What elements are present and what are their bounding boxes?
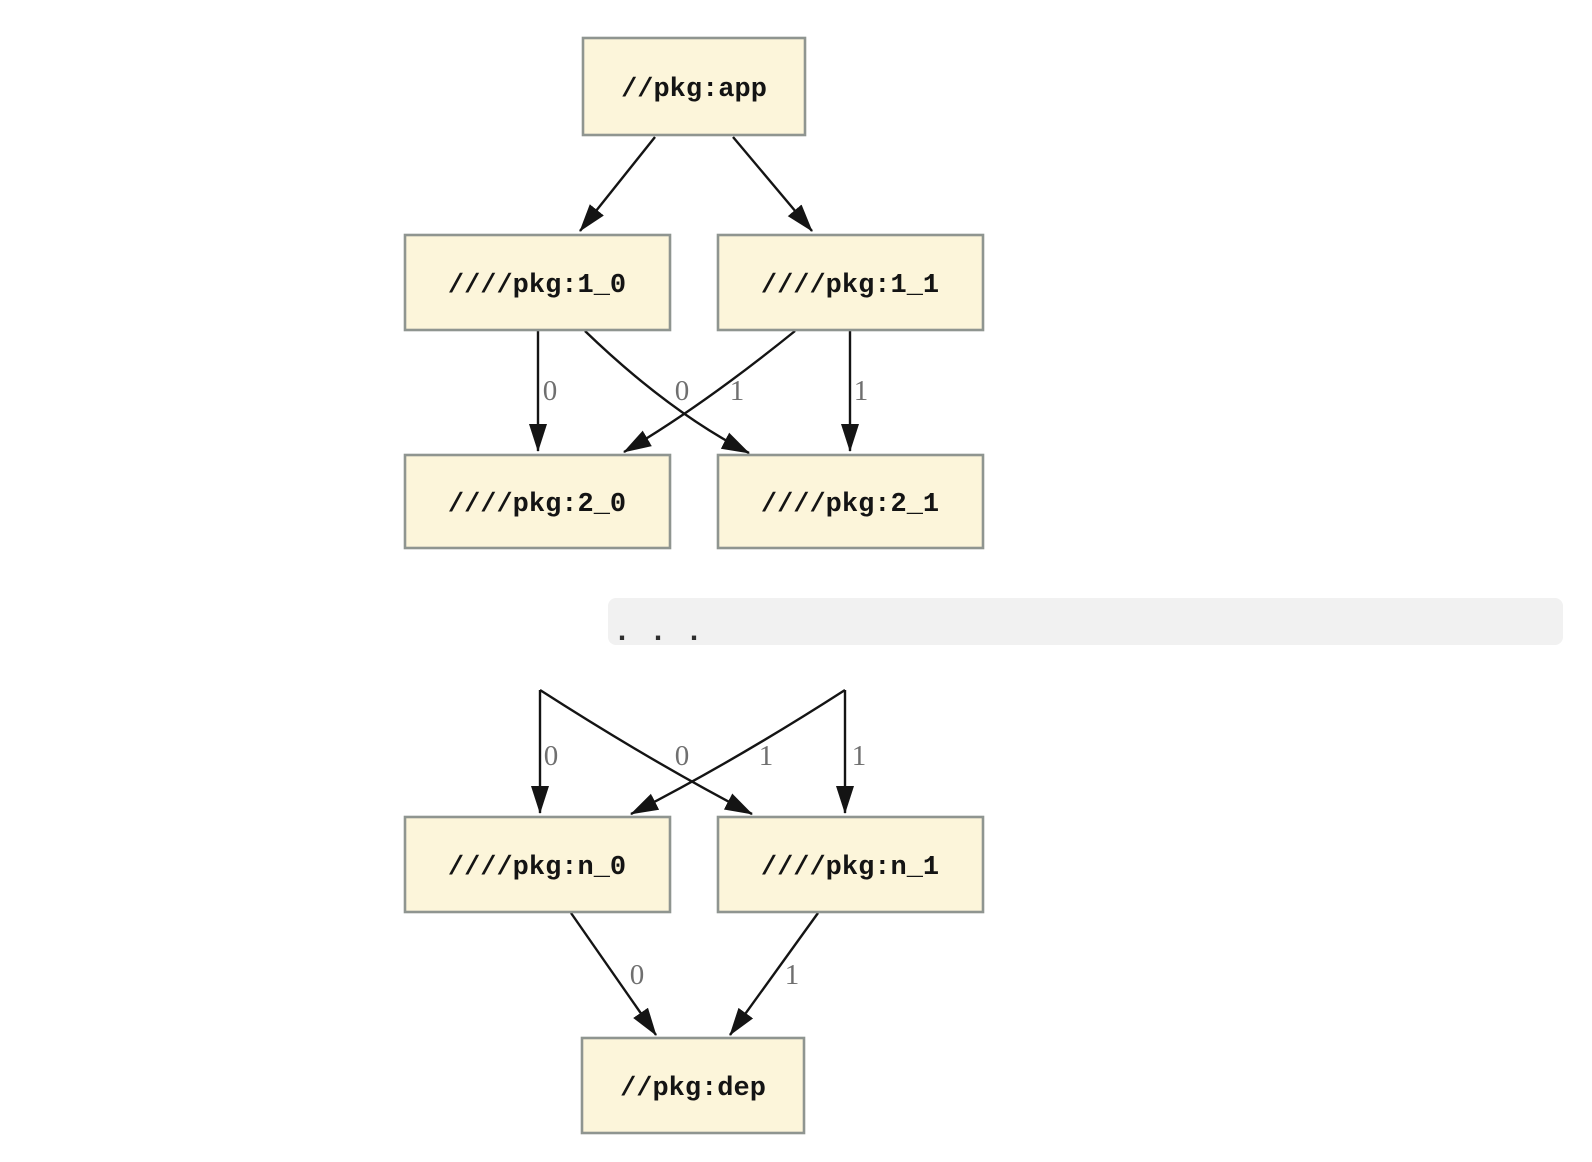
edge-label-group: 0 0 1 1 0 0 1 1 0 1 — [543, 375, 869, 991]
node-box — [716, 815, 985, 914]
edge-ellipsis-to-n_0-diagonal — [630, 688, 846, 816]
node-pkg-n_1: ////pkg:n_1 — [716, 815, 985, 914]
node-box — [580, 1036, 806, 1135]
ellipsis-text: . . . — [613, 616, 703, 650]
node-label: //pkg:dep — [620, 1074, 766, 1104]
node-box — [716, 453, 985, 550]
edge-label-ellipsis-n_0-vertical: 0 — [544, 740, 559, 772]
node-pkg-n_0: ////pkg:n_0 — [403, 815, 672, 914]
edge-app-to-1_1 — [732, 136, 813, 232]
edge-group — [529, 136, 859, 1036]
ellipsis-bar-background — [608, 598, 1563, 645]
node-pkg-2_1: ////pkg:2_1 — [716, 453, 985, 550]
edge-label-ellipsis-n_0-diagonal: 0 — [675, 740, 690, 772]
edge-label-1_0-2_1: 1 — [730, 375, 745, 407]
edge-1_1-to-2_0 — [623, 330, 796, 454]
node-pkg-1_0: ////pkg:1_0 — [403, 233, 672, 332]
node-pkg-dep: //pkg:dep — [580, 1036, 806, 1135]
edge-1_0-to-2_1 — [584, 330, 750, 455]
edge-label-ellipsis-n_1-diagonal: 1 — [759, 740, 774, 772]
edge-label-n_1-dep: 1 — [785, 959, 800, 991]
edge-ellipsis-to-n_1-diagonal — [539, 688, 753, 816]
node-label: ////pkg:2_1 — [761, 490, 939, 520]
node-box — [403, 233, 672, 332]
node-label: //pkg:app — [621, 75, 767, 105]
edge-label-1_1-2_1: 1 — [854, 375, 869, 407]
ellipsis-bar: . . . — [608, 598, 1563, 650]
node-label: ////pkg:n_0 — [448, 853, 626, 883]
node-box — [403, 453, 672, 550]
edge-n_0-to-dep — [570, 912, 657, 1036]
node-label: ////pkg:2_0 — [448, 490, 626, 520]
node-label: ////pkg:1_1 — [761, 271, 939, 301]
node-pkg-2_0: ////pkg:2_0 — [403, 453, 672, 550]
node-pkg-app: //pkg:app — [581, 36, 807, 137]
edge-label-n_0-dep: 0 — [630, 959, 645, 991]
edge-label-ellipsis-n_1-vertical: 1 — [852, 740, 867, 772]
node-box — [581, 36, 807, 137]
edge-app-to-1_0 — [579, 136, 656, 232]
edge-n_1-to-dep — [729, 912, 819, 1036]
node-box — [716, 233, 985, 332]
edge-label-1_1-2_0: 0 — [675, 375, 690, 407]
node-label: ////pkg:1_0 — [448, 271, 626, 301]
node-pkg-1_1: ////pkg:1_1 — [716, 233, 985, 332]
edge-label-1_0-2_0: 0 — [543, 375, 558, 407]
node-box — [403, 815, 672, 914]
node-label: ////pkg:n_1 — [761, 853, 939, 883]
